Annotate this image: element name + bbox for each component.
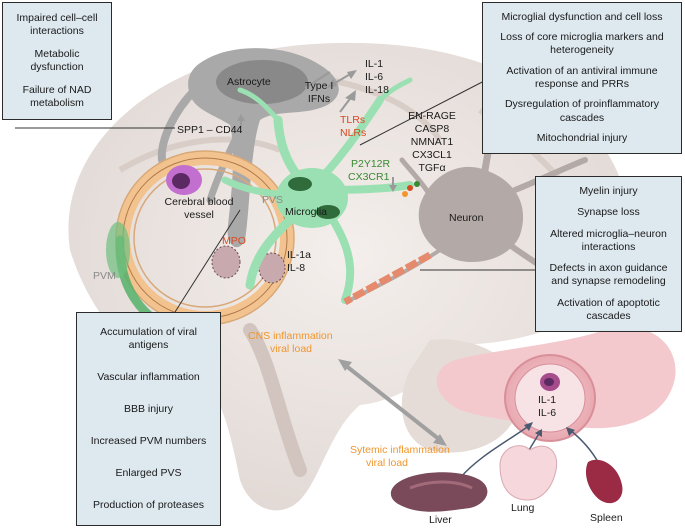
label-pvs: PVS (262, 194, 284, 206)
label-vessel-il1: IL-1 (538, 394, 557, 406)
label-cx3cl1: CX3CL1 (412, 149, 452, 161)
label-tlrs: TLRs (340, 114, 366, 126)
box-item: Enlarged PVS (115, 466, 182, 479)
vessel-lumen-inner (514, 363, 586, 433)
label-pvm: PVM (93, 270, 116, 282)
box-item: Accumulation of viral antigens (100, 326, 197, 352)
box-item: Increased PVM numbers (90, 434, 207, 447)
arrow-head (237, 114, 245, 121)
label-liver: Liver (429, 514, 452, 526)
label-spp1-cd44: SPP1 – CD44 (177, 124, 243, 136)
brainstem (243, 323, 307, 477)
label-spleen: Spleen (590, 512, 623, 524)
box-item: Microglial dysfunction and cell loss (501, 10, 663, 23)
pvm-cell (106, 222, 130, 278)
liver-shade (409, 480, 473, 490)
brain-fold (329, 77, 443, 142)
box-item: Altered microglia–neuron interactions (550, 227, 667, 253)
label-tgfa: TGFα (418, 162, 446, 174)
box-item: Defects in axon guidance and synapse rem… (549, 262, 668, 288)
neutrophil-2 (258, 252, 286, 284)
label-il1a: IL-1a (287, 249, 311, 261)
box-item: Vascular inflammation (97, 371, 200, 384)
arrow-head (345, 90, 356, 101)
arrow-head (389, 185, 397, 192)
label-il1: IL-1 (365, 58, 384, 70)
brain-fold (118, 136, 282, 173)
neutrophil-1 (211, 245, 241, 279)
box-item: Synapse loss (577, 206, 640, 219)
callout-line (174, 209, 241, 313)
liver (390, 472, 488, 512)
label-il6: IL-6 (365, 71, 384, 83)
label-cx3cr1: CX3CR1 (348, 171, 390, 183)
arrow-head (433, 434, 447, 446)
box-item: Impaired cell–cell interactions (16, 11, 98, 37)
box-neuron-effects: Myelin injury Synapse loss Altered micro… (535, 176, 682, 332)
box-item: Myelin injury (579, 185, 638, 198)
arrow-head (338, 359, 352, 371)
label-cerebral-blood-vessel: Cerebral blood vessel (164, 196, 234, 221)
arrow-astrocyte-ifn (304, 71, 331, 89)
arrow-head (524, 422, 533, 431)
box-item: Metabolic dysfunction (30, 47, 84, 73)
box-item: Loss of core microglia markers and heter… (500, 31, 664, 57)
label-systemic-viral-load: viral load (366, 457, 409, 469)
label-vessel-il6: IL-6 (538, 407, 557, 419)
label-il18: IL-18 (365, 84, 389, 96)
astrocyte-nucleus (216, 60, 308, 104)
systemic-arrow (343, 363, 442, 442)
synapse-dot (414, 181, 420, 187)
callout-line (359, 77, 491, 146)
label-mpo: MPO (222, 235, 246, 247)
microglia-soma (276, 168, 348, 228)
astrocyte-body (188, 48, 339, 248)
box-astrocyte-effects: Impaired cell–cell interactions Metaboli… (2, 2, 112, 120)
arrow-head (535, 429, 542, 437)
label-systemic-inflammation: Sytemic inflammation (350, 444, 450, 456)
infected-cell-nucleus (172, 173, 190, 189)
arrow-liver (459, 424, 531, 479)
neuron-dendrite (399, 157, 433, 198)
label-il8: IL-8 (287, 262, 306, 274)
label-casp8: CASP8 (414, 123, 450, 135)
label-neuron: Neuron (449, 212, 484, 224)
synapse-dot (407, 185, 413, 191)
label-nlrs: NLRs (340, 127, 367, 139)
neuron-body (418, 166, 524, 263)
box-item: Activation of an antiviral immune respon… (506, 64, 658, 90)
vessel-cell-nucleus (544, 378, 554, 386)
box-microglia-effects: Microglial dysfunction and cell loss Los… (482, 2, 682, 154)
label-en-rage: EN-RAGE (408, 110, 456, 122)
box-item: Mitochondrial injury (536, 132, 628, 145)
astrocyte-process (157, 86, 199, 164)
box-vascular-effects: Accumulation of viral antigens Vascular … (76, 312, 221, 526)
arrow-head (347, 70, 357, 79)
synapse-dot (402, 191, 408, 197)
label-p2y12r: P2Y12R (351, 158, 391, 170)
label-cns-viral-load: viral load (270, 343, 313, 355)
box-item: Dysregulation of proinflammatory cascade… (504, 98, 660, 124)
lung (499, 445, 558, 501)
box-item: Failure of NAD metabolism (22, 83, 92, 109)
label-lung: Lung (511, 502, 535, 514)
box-item: BBB injury (123, 403, 174, 416)
arrow-head (327, 79, 337, 88)
microglia-nucleus (316, 205, 340, 219)
arrow-head (566, 427, 575, 436)
myelin (343, 251, 432, 306)
label-type1-ifns: Type I IFNs (304, 80, 334, 105)
label-astrocyte: Astrocyte (227, 76, 271, 88)
label-microglia: Microglia (285, 206, 328, 218)
box-item: Activation of apoptotic cascades (557, 296, 660, 322)
microglia-nucleus (288, 177, 312, 191)
box-item: Production of proteases (93, 498, 204, 511)
neuron-dendrite (512, 157, 588, 193)
label-nmnat1: NMNAT1 (410, 136, 454, 148)
spleen (585, 459, 623, 504)
label-cns-inflammation: CNS inflammation (248, 330, 333, 342)
